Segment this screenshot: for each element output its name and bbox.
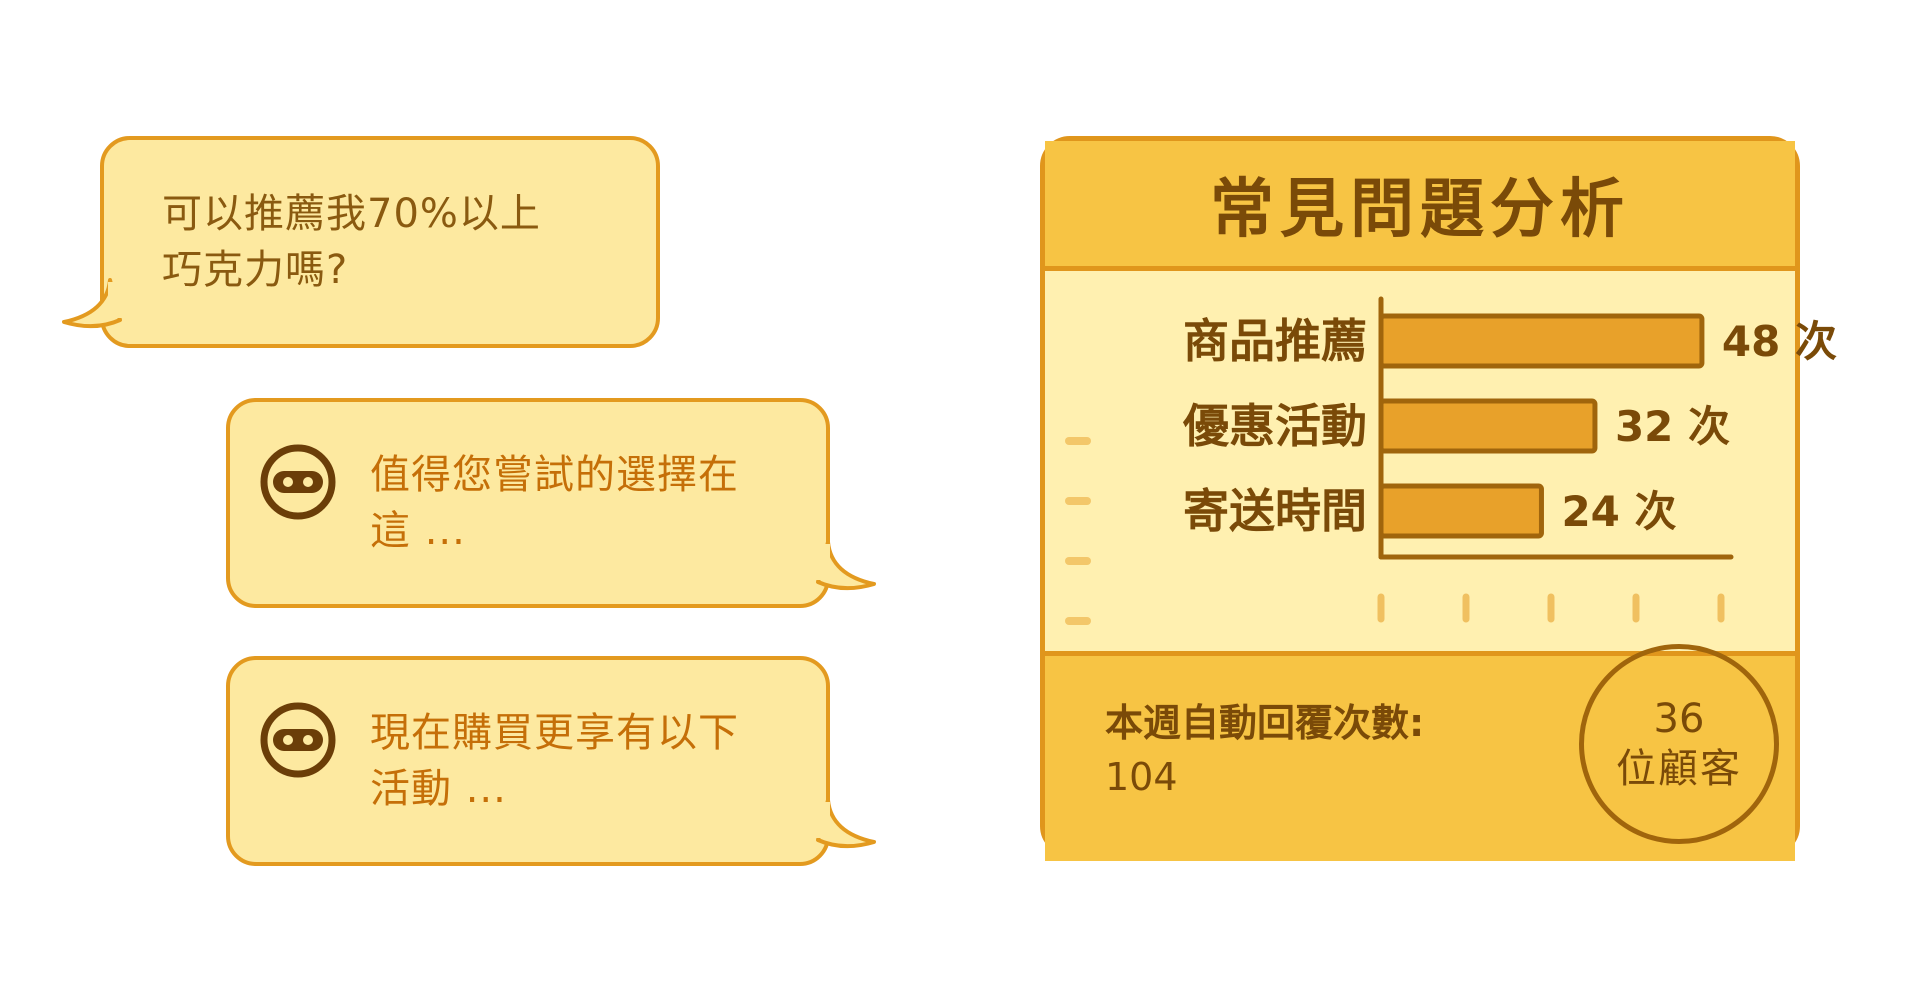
user-message-line: 可以推薦我70%以上 [162,191,541,237]
bar [1378,483,1544,539]
side-tick [1065,437,1091,445]
bot-reply-text: 現在購買更享有以下 活動 ... [370,705,739,817]
value-label: 32 次 [1615,402,1730,451]
weekly-replies-label: 本週自動回覆次數: [1105,701,1425,745]
value-label: 48 次 [1722,317,1837,366]
bot-reply-text: 值得您嘗試的選擇在 這 ... [370,447,739,559]
category-label: 商品推薦 [1183,314,1367,368]
bubble-tail-right [816,540,876,591]
bar [1378,398,1598,454]
panel-header: 常見問題分析 [1045,141,1795,271]
bot-reply-line: 這 ... [370,508,466,554]
faq-analysis-panel: 常見問題分析 商品推薦 48 次優惠活動 32 次寄送時間 24 次 本週自動回覆次數… [1040,136,1837,861]
bubble-tail-right [816,798,876,849]
bar [1378,313,1705,369]
panel-title: 常見問題分析 [1210,172,1630,247]
side-tick [1065,497,1091,505]
bot-reply-line: 現在購買更享有以下 [370,710,739,756]
side-tick [1065,617,1091,625]
customer-count: 36 [1653,696,1705,742]
category-label: 寄送時間 [1183,484,1367,538]
value-label: 24 次 [1561,487,1676,536]
bot-reply-bubble: 值得您嘗試的選擇在 這 ... [226,398,876,608]
robot-face-icon [260,702,336,778]
user-message-line: 巧克力嗎? [162,247,349,293]
bot-reply-line: 值得您嘗試的選擇在 [370,452,739,498]
robot-face-icon [260,444,336,520]
weekly-replies-value: 104 [1105,755,1178,799]
category-label: 優惠活動 [1182,399,1367,453]
customer-count-badge: 36 位顧客 [1579,644,1779,844]
panel-footer: 本週自動回覆次數: 104 36 位顧客 [1045,644,1795,861]
bot-reply-line: 活動 ... [370,766,507,812]
user-message-bubble: 可以推薦我70%以上 巧克力嗎? [62,136,660,348]
bubble-tail-left [62,278,122,329]
side-tick [1065,557,1091,565]
customer-unit: 位顧客 [1616,746,1742,792]
bot-reply-bubble: 現在購買更享有以下 活動 ... [226,656,876,866]
user-message-text: 可以推薦我70%以上 巧克力嗎? [162,186,541,298]
